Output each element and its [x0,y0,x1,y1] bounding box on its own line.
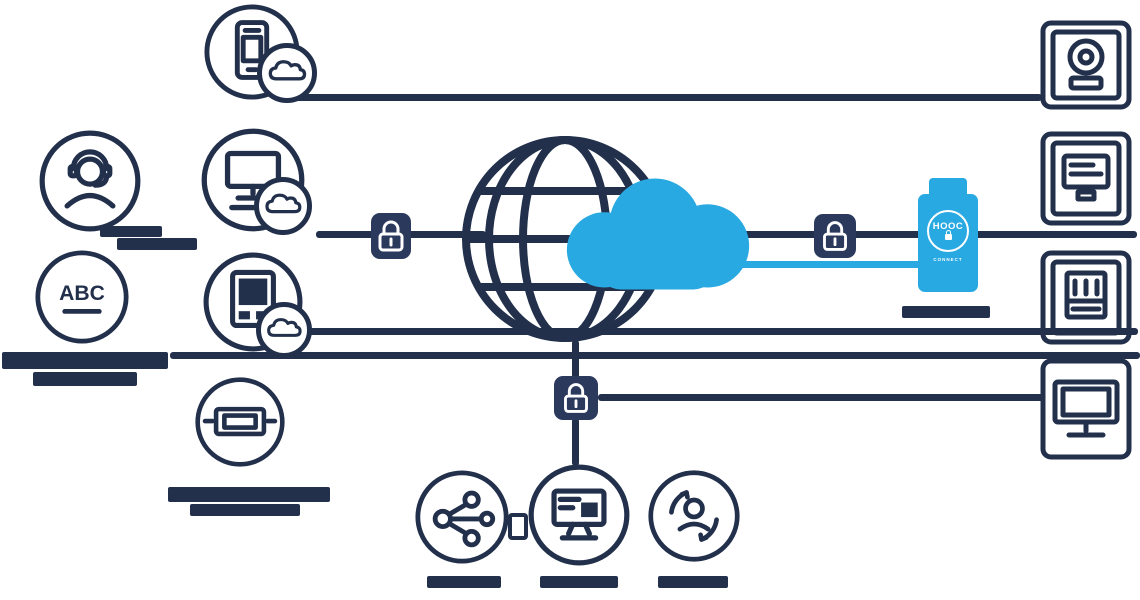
meter-device-icon [1040,250,1132,345]
mini-lock-icon [944,229,952,240]
line-lock-to-center [572,418,579,466]
gateway-label-line1 [168,487,330,502]
camera-device-icon [1040,20,1132,110]
line-monitoring-row [170,352,1140,359]
monitoring-label-line1 [2,352,168,369]
cloud-badge-icon [256,302,312,358]
monitor-device-icon [1040,358,1132,460]
network-nodes-icon [414,469,510,565]
monitor-alert-icon [527,462,631,568]
hooc-logo-text: HOOC [932,221,964,233]
gateway-label-line2 [190,504,300,516]
lock-icon [554,376,598,420]
lock-icon [371,213,411,259]
bottom-label-2 [540,576,618,588]
hooc-device-label [902,306,990,318]
lock-icon [814,214,856,258]
svg-text:ABC: ABC [59,282,105,305]
cloud-badge-icon [254,177,312,235]
cloud-badge-icon [257,43,317,103]
hooc-logo-ring: HOOC [927,210,969,252]
gateway-icon [194,376,286,468]
hooc-connect-text: CONNECT [933,257,963,262]
service-label-line2 [117,238,197,250]
line-lock-to-monitor [598,394,1044,401]
hooc-connect-device: HOOC CONNECT [918,178,978,292]
line-app-to-camera [290,94,1042,101]
service-label-line1 [100,226,162,237]
line-vpn-tunnel [690,261,950,268]
device-mount-tab [929,178,967,198]
plc-cloud-icon [202,251,304,353]
bottom-label-1 [427,576,501,588]
cloud-icon [553,172,763,294]
abc-text-icon: ABC [34,249,130,345]
support-agent-icon [38,129,142,233]
link-connector-icon [508,513,528,540]
monitoring-label-line2 [33,372,137,386]
person-sync-icon [647,468,741,564]
panel-device-icon [1040,131,1132,226]
device-body: HOOC CONNECT [918,194,978,292]
line-plc-to-meter [288,328,1138,335]
bottom-label-3 [658,576,728,588]
line-globe-to-lock [572,340,579,384]
